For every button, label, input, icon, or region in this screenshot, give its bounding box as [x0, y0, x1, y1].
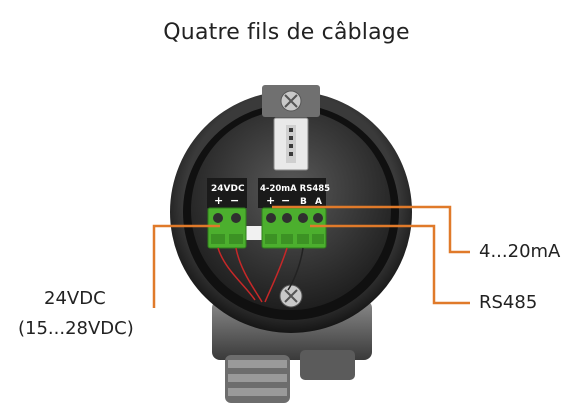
diagram-title: Quatre fils de câblage: [163, 20, 410, 45]
callout-24vdc: 24VDC: [44, 288, 106, 309]
label-power-plus: +: [214, 194, 223, 207]
label-4-20ma-rs485: 4-20mA RS485: [260, 184, 330, 194]
label-signal-minus: −: [281, 194, 290, 207]
label-signal-plus: +: [266, 194, 275, 207]
signal-terminal-block: [261, 207, 327, 249]
leader-4-20ma: [272, 205, 470, 254]
callout-4-20ma: 4...20mA: [479, 241, 561, 262]
callout-voltage-range: (15...28VDC): [18, 318, 134, 339]
label-rs485-b: B: [300, 197, 307, 207]
label-rs485-a: A: [315, 197, 322, 207]
label-power-minus: −: [230, 194, 239, 207]
power-terminal-block: [207, 207, 247, 249]
label-24vdc: 24VDC: [211, 184, 245, 194]
callout-rs485: RS485: [479, 292, 538, 313]
leader-rs485: [310, 224, 470, 305]
leader-24vdc: [152, 224, 220, 308]
